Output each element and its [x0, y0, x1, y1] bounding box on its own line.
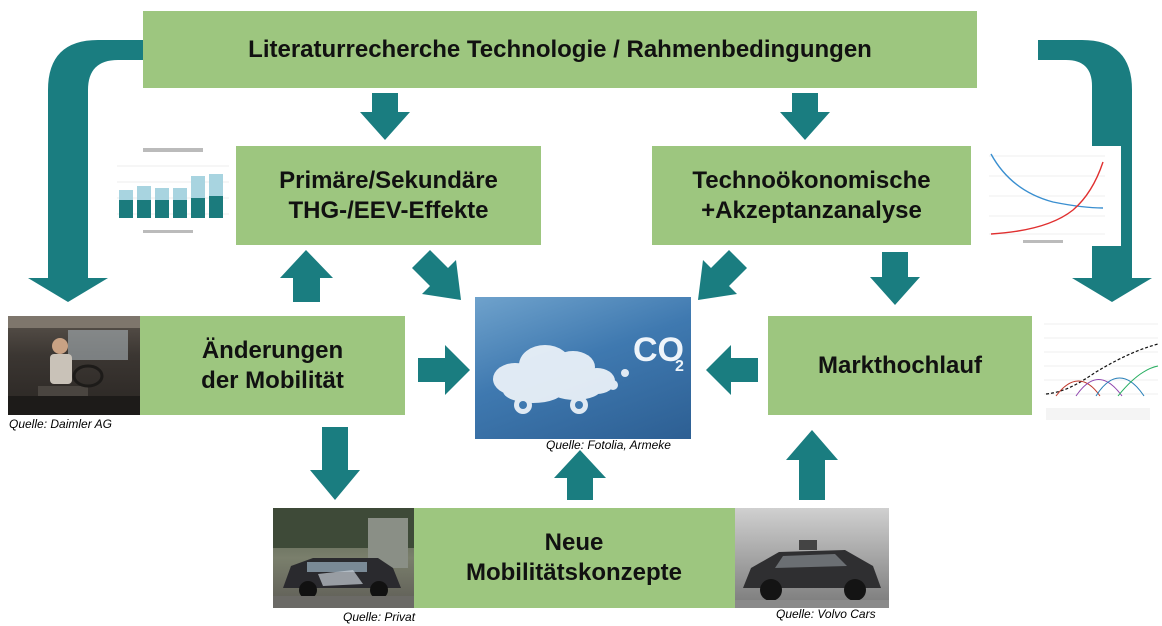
volvo-photo — [735, 508, 889, 608]
caption-volvo: Quelle: Volvo Cars — [776, 607, 876, 621]
daimler-photo — [8, 316, 140, 415]
mobility-change-box: Änderungen der Mobilität — [140, 316, 405, 415]
caption-fotolia: Quelle: Fotolia, Armeke — [546, 438, 671, 452]
arrow-curved-left — [28, 40, 150, 302]
reduction-bar-chart-thumbnail — [103, 146, 233, 238]
market-ramp-chart-thumbnail — [1036, 316, 1161, 426]
svg-text:CO: CO — [633, 331, 684, 369]
arrow-down-to-techno — [780, 93, 830, 140]
ghg-effects-box: Primäre/Sekundäre THG-/EEV-Effekte — [236, 146, 541, 245]
arrow-down-to-ghg — [360, 93, 410, 140]
literature-box: Literaturrecherche Technologie / Rahmenb… — [143, 11, 977, 88]
arrow-up-to-ghg — [280, 250, 333, 302]
literature-label: Literaturrecherche Technologie / Rahmenb… — [248, 35, 872, 63]
privat-photo — [273, 508, 414, 608]
arrow-up-to-center — [554, 450, 606, 500]
techno-economic-label: Technoökonomische +Akzeptanzanalyse — [692, 166, 931, 224]
arrow-up-to-market — [786, 430, 838, 500]
mobility-concepts-label: Neue Mobilitätskonzepte — [465, 529, 682, 586]
mobility-change-label: Änderungen der Mobilität — [201, 336, 344, 394]
techno-economic-box: Technoökonomische +Akzeptanzanalyse — [652, 146, 971, 245]
co2-cloud-image: CO 2 — [475, 297, 691, 439]
market-ramp-label: Markthochlauf — [817, 351, 982, 379]
mobility-concepts-box: Neue Mobilitätskonzepte — [413, 508, 735, 608]
arrow-right-to-center — [418, 345, 470, 395]
arrow-diag-ghg-center — [412, 250, 461, 300]
arrow-left-to-center — [706, 345, 758, 395]
caption-privat: Quelle: Privat — [343, 610, 416, 624]
arrow-down-to-concepts — [310, 427, 360, 500]
ghg-effects-label: Primäre/Sekundäre THG-/EEV-Effekte — [279, 166, 498, 224]
svg-text:2: 2 — [675, 358, 684, 375]
market-ramp-box: Markthochlauf — [768, 316, 1032, 415]
caption-daimler: Quelle: Daimler AG — [9, 417, 112, 431]
arrow-down-to-market — [870, 252, 920, 305]
co2-car-cloud-icon: CO 2 — [493, 331, 684, 414]
arrow-diag-techno-center — [698, 250, 747, 300]
cost-curve-chart-thumbnail — [983, 146, 1121, 246]
